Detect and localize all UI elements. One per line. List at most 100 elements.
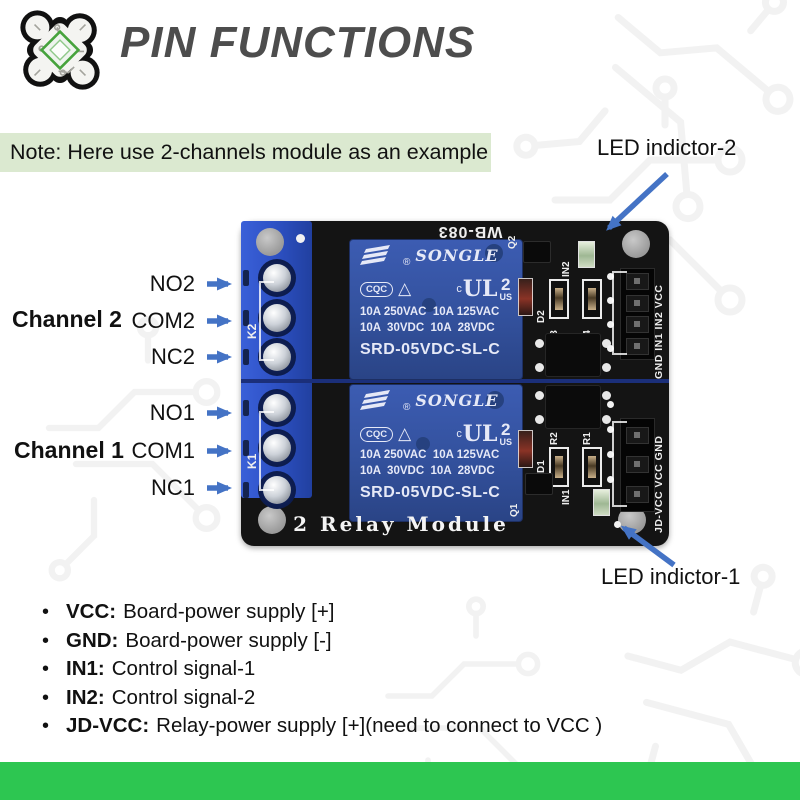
silkscreen-q2: Q2 <box>507 235 518 249</box>
resistor-r2 <box>549 447 569 487</box>
terminal-screw-nc2 <box>258 338 296 376</box>
diode-d1 <box>518 430 533 468</box>
channel1-label: Channel 1 <box>14 437 124 463</box>
jdvcc-pin-header <box>620 418 655 512</box>
ul-mark-group: c UL 2 US <box>456 421 512 447</box>
solder-dot <box>607 451 614 458</box>
relay-part-number: SRD-05VDC-SL-C <box>360 484 501 501</box>
solder-dot <box>607 401 614 408</box>
relay-module-board: WB-083 K2 K1 <box>241 221 669 546</box>
solder-dot <box>607 273 614 280</box>
mounting-hole <box>258 506 286 534</box>
relay-rating-2: 10A 30VDC 10A 28VDC <box>360 322 495 334</box>
pin-label-no2: NO2 <box>149 271 195 296</box>
relay-part-number: SRD-05VDC-SL-C <box>360 341 501 358</box>
terminal-screw-com2 <box>258 299 296 337</box>
board-name: 2 Relay Module <box>293 512 509 536</box>
ul-c: c <box>456 428 462 440</box>
silkscreen-bracket <box>612 271 627 355</box>
solder-dot <box>607 345 614 352</box>
legend-term: VCC: <box>66 600 117 623</box>
resistor-r4 <box>582 279 602 319</box>
pin-label-nc2: NC2 <box>150 344 195 369</box>
relay-brand: SONGLE <box>415 391 499 410</box>
legend-item-vcc: VCC: Board-power supply [+] <box>30 598 602 627</box>
relay-brand-row: ® SONGLE <box>360 245 499 268</box>
control-pin-header <box>620 268 655 360</box>
legend-item-in2: IN2:Control signal-2 <box>30 684 602 713</box>
silkscreen-k1: K1 <box>245 453 259 469</box>
resistor-r3 <box>549 279 569 319</box>
solder-dot <box>614 521 621 528</box>
mounting-hole <box>256 228 284 256</box>
silkscreen-bracket <box>612 421 627 507</box>
cqc-mark: CQC <box>360 281 394 297</box>
pin-label-nc1: NC1 <box>150 475 195 500</box>
relay-rating-1: 10A 250VAC 10A 125VAC <box>360 306 500 318</box>
solder-dot <box>607 297 614 304</box>
silkscreen-k2: K2 <box>245 323 259 339</box>
terminal-slot <box>243 482 249 498</box>
silkscreen-header-bottom: JD-VCC VCC GND <box>653 435 665 533</box>
terminal-slot <box>243 310 249 326</box>
legend-desc: Relay-power supply [+](need to connect t… <box>156 714 603 737</box>
silkscreen-bracket <box>259 411 274 491</box>
legend-term: IN1: <box>66 657 105 680</box>
legend-desc: Board-power supply [+] <box>123 600 335 623</box>
legend-item-in1: IN1:Control signal-1 <box>30 655 602 684</box>
pin-dot <box>602 339 611 348</box>
songle-logo-icon <box>360 390 390 410</box>
silkscreen-r1: R1 <box>582 432 593 445</box>
ul-monogram: UL <box>462 276 498 302</box>
pin-dot <box>535 415 544 424</box>
relay-dimple <box>485 244 503 262</box>
pin-dot <box>602 391 611 400</box>
registered-mark: ® <box>403 257 411 268</box>
pin-label-com2: COM2 <box>131 308 195 333</box>
terminal-seam <box>241 379 669 383</box>
relay-cert-row: CQC △ c UL 2 US <box>360 276 512 302</box>
cert-triangle-icon: △ <box>398 424 412 443</box>
silkscreen-d2: D2 <box>536 310 547 323</box>
relay-1: ® SONGLE CQC △ c UL 2 US 10A 250VAC 10A … <box>349 384 523 522</box>
legend-desc: Board-power supply [-] <box>125 628 332 652</box>
silkscreen-bracket <box>259 281 274 361</box>
pin-dot <box>602 363 611 372</box>
pin-label-com1: COM1 <box>131 438 195 463</box>
silkscreen-in2: IN2 <box>561 261 572 277</box>
cqc-mark: CQC <box>360 426 394 442</box>
registered-mark: ® <box>403 402 411 413</box>
relay-rating-1: 10A 250VAC 10A 125VAC <box>360 449 500 461</box>
ul-monogram: UL <box>462 421 498 447</box>
relay-dimple <box>422 298 436 312</box>
solder-dot <box>607 476 614 483</box>
ul-us: US <box>499 437 512 447</box>
pin-dot <box>535 339 544 348</box>
relay-dimple <box>486 391 504 409</box>
pin-label-no1: NO1 <box>149 400 195 425</box>
note-text: Note: Here use 2-channels module as an e… <box>10 140 489 164</box>
terminal-slot <box>243 270 249 286</box>
ul-mark-group: c UL 2 US <box>456 276 512 302</box>
cert-triangle-icon: △ <box>398 279 412 298</box>
legend-term: JD-VCC: <box>66 714 150 737</box>
channel2-label: Channel 2 <box>12 306 122 332</box>
legend-term: IN2: <box>66 685 105 709</box>
diode-d2 <box>518 278 533 316</box>
legend-desc: Control signal-2 <box>111 685 256 709</box>
relay-dimple <box>416 437 430 451</box>
relay-channel-count: 2 <box>501 275 511 294</box>
solder-dot <box>296 234 305 243</box>
transistor-q2 <box>523 241 551 263</box>
terminal-screw-no2 <box>258 259 296 297</box>
ul-c: c <box>456 283 462 295</box>
silkscreen-header-top: GND IN1 IN2 VCC <box>653 284 665 379</box>
pin-dot <box>602 415 611 424</box>
note-banner: Note: Here use 2-channels module as an e… <box>0 133 491 172</box>
solder-dot <box>607 426 614 433</box>
ul-us: US <box>499 292 512 302</box>
legend-term: GND: <box>66 628 119 652</box>
relay-2: ® SONGLE CQC △ c UL 2 US 10A 250VAC 10A … <box>349 239 523 380</box>
legend-item-jdvcc: JD-VCC: Relay-power supply [+](need to co… <box>30 712 602 741</box>
pin-dot <box>535 363 544 372</box>
